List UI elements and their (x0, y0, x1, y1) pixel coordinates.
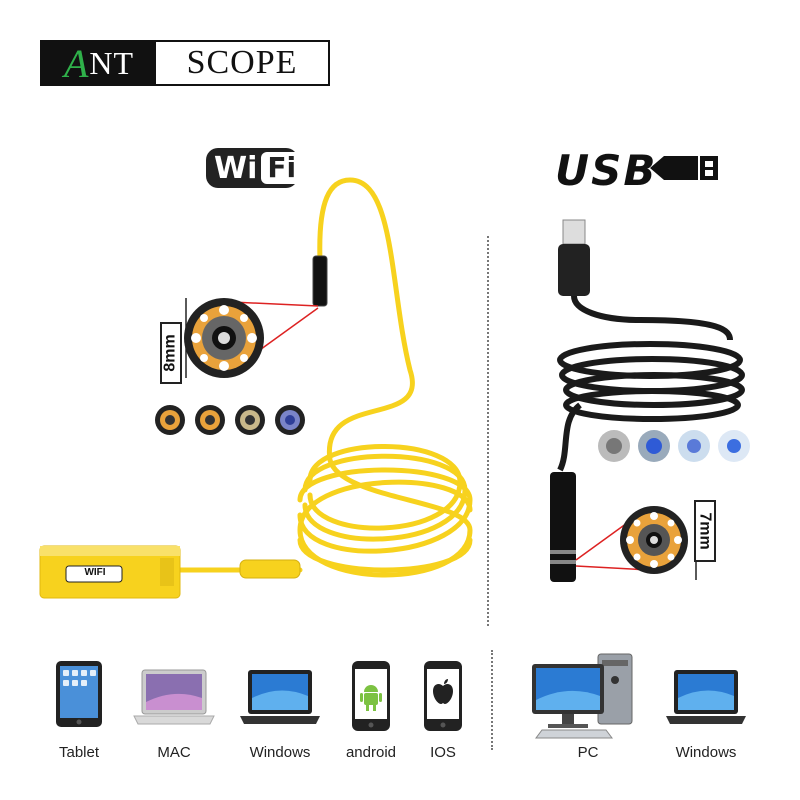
usb-endoscope-illustration (550, 219, 750, 582)
wifi-box-label: WIFI (84, 567, 106, 578)
bottom-divider (491, 650, 493, 750)
device-mac (132, 668, 216, 728)
center-divider (487, 236, 489, 626)
logo-dark-text: NT (89, 44, 135, 81)
device-label-ios: IOS (430, 744, 456, 761)
wifi-badge: Wi Fi (206, 148, 303, 188)
device-label-mac: MAC (157, 744, 191, 761)
device-label-tablet: Tablet (58, 744, 100, 761)
scale-8mm-text: 8mm (162, 334, 180, 372)
usb-mark-text: USB (555, 146, 658, 195)
usb-mark: USB (555, 146, 657, 195)
scale-label-7mm: 7mm (694, 500, 716, 562)
device-label-windows-usb: Windows (675, 744, 737, 761)
laptop-mac-icon (133, 669, 215, 725)
android-phone-icon (352, 661, 390, 731)
desktop-pc-icon (532, 653, 633, 739)
device-pc (528, 650, 638, 742)
ios-phone-icon (424, 661, 462, 731)
laptop-windows-icon (240, 670, 320, 724)
wifi-endoscope-illustration (39, 177, 473, 599)
wifi-badge-wi: Wi (214, 150, 258, 186)
usb-plug-icon (650, 156, 718, 180)
logo-first-letter: A (63, 40, 90, 86)
device-tablet (44, 660, 114, 728)
device-ios (418, 660, 468, 732)
device-windows (238, 668, 322, 728)
device-label-pc: PC (577, 744, 599, 761)
scale-label-8mm: 8mm (160, 322, 182, 384)
tablet-icon (56, 661, 102, 727)
laptop-windows-icon (666, 670, 746, 724)
device-label-android: android (345, 744, 397, 761)
wifi-badge-fi: Fi (261, 152, 303, 184)
scale-7mm-text: 7mm (697, 512, 715, 550)
device-android (346, 660, 396, 732)
logo-light-text: SCOPE (186, 44, 298, 81)
device-label-windows: Windows (249, 744, 311, 761)
device-windows-usb (664, 668, 748, 728)
